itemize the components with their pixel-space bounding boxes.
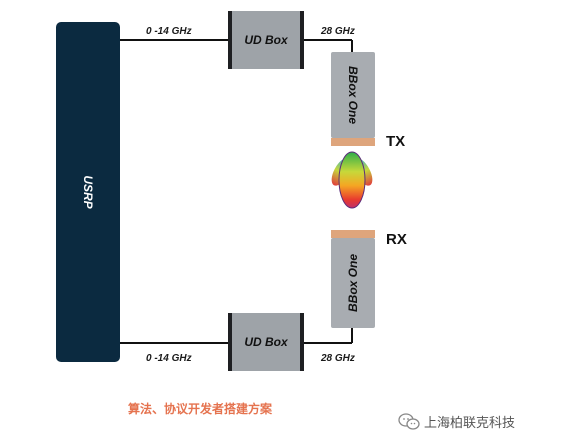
bbox-rx-label: BBox One — [346, 253, 360, 313]
ud-box-bottom-label: UD Box — [244, 335, 288, 349]
wechat-icon — [398, 412, 420, 430]
ud-box-top-label: UD Box — [244, 33, 288, 47]
bbox-tx-label: BBox One — [346, 65, 360, 125]
bbox-one-rx: BBox One — [331, 238, 375, 328]
bottom-right-frequency: 28 GHz — [321, 353, 355, 364]
top-right-frequency: 28 GHz — [321, 26, 355, 37]
watermark-text: 上海柏联克科技 — [424, 415, 516, 430]
rx-antenna-strip — [331, 230, 375, 238]
tx-antenna-strip — [331, 138, 375, 146]
ud-box-bottom: UD Box — [228, 313, 304, 371]
tx-label: TX — [386, 133, 406, 150]
top-left-frequency: 0 -14 GHz — [146, 26, 192, 37]
ud-box-top: UD Box — [228, 11, 304, 69]
watermark: 上海柏联克科技 — [398, 412, 515, 431]
rx-label: RX — [386, 231, 407, 248]
usrp-block: USRP — [56, 22, 120, 362]
caption: 算法、协议开发者搭建方案 — [127, 402, 272, 416]
bottom-left-frequency: 0 -14 GHz — [146, 353, 192, 364]
beam-pattern-icon — [331, 151, 373, 209]
usrp-label: USRP — [81, 175, 95, 209]
bbox-one-tx: BBox One — [331, 52, 375, 138]
